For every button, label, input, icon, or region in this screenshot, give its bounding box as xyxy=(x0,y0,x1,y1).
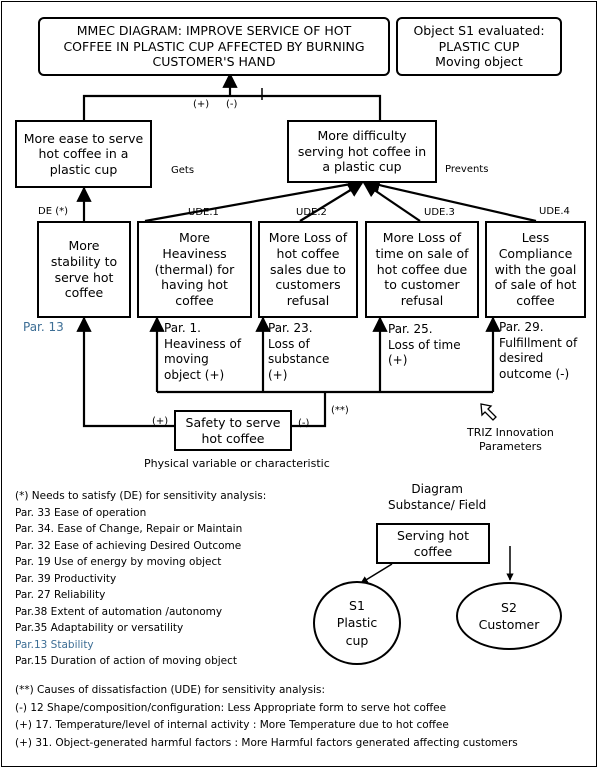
ude3-parameter: Par. 25. Loss of time (+) xyxy=(388,322,461,368)
safety-variable-box: Safety to serve hot coffee xyxy=(174,410,292,451)
list-item: Par.15 Duration of action of moving obje… xyxy=(15,655,237,667)
ude2-tag: UDE.2 xyxy=(296,207,327,218)
s2-customer-ellipse: S2 Customer xyxy=(456,582,562,650)
sensitivity-needs-list: (*) Needs to satisfy (DE) for sensitivit… xyxy=(15,488,266,670)
list-item: Par. 19 Use of energy by moving object xyxy=(15,556,222,568)
de-stability-box: More stability to serve hot coffee xyxy=(37,221,131,318)
ude2-loss-sales-box: More Loss of hot coffee sales due to cus… xyxy=(258,221,358,318)
dissatisfaction-heading: (**) Causes of dissatisfaction (UDE) for… xyxy=(15,684,326,696)
arrow-field-to-s1 xyxy=(360,563,393,584)
ude4-parameter: Par. 29. Fulfillment of desired outcome … xyxy=(499,320,578,381)
ude1-heaviness-box: More Heaviness (thermal) for having hot … xyxy=(137,221,252,318)
evaluated-object-box: Object S1 evaluated: PLASTIC CUP Moving … xyxy=(396,17,562,76)
ude3-tag: UDE.3 xyxy=(424,207,455,218)
ude4-tag: UDE.4 xyxy=(539,206,570,217)
arrow-ude1-to-prevents xyxy=(144,176,364,223)
field-serving-box: Serving hot coffee xyxy=(376,523,490,564)
de-parameter: Par. 13 xyxy=(23,320,64,334)
minus-sign-safety: (-) xyxy=(298,418,310,429)
feed-to-bus-line xyxy=(292,392,327,428)
gets-goal-box: More ease to serve hot coffee in a plast… xyxy=(15,120,152,188)
ude1-tag: UDE.1 xyxy=(188,207,219,218)
list-item: Par. 32 Ease of achieving Desired Outcom… xyxy=(15,539,242,552)
ude2-parameter: Par. 23. Loss of substance (+) xyxy=(268,321,330,382)
prevents-label: Prevents xyxy=(445,164,489,175)
list-item: Par.35 Adaptability or versatility xyxy=(15,622,184,634)
gets-label: Gets xyxy=(171,165,195,176)
list-item: Par.38 Extent of automation /autonomy xyxy=(15,605,223,618)
sensitivity-heading: (*) Needs to satisfy (DE) for sensitivit… xyxy=(15,490,267,502)
list-item: Par. 34. Ease of Change, Repair or Maint… xyxy=(15,523,243,535)
cursor-arrow-icon xyxy=(480,403,497,421)
list-item: Par. 27 Reliability xyxy=(15,589,106,601)
list-item: (-) 12 Shape/composition/configuration: … xyxy=(15,701,447,714)
ude4-compliance-box: Less Compliance with the goal of sale of… xyxy=(485,221,586,318)
ude3-loss-time-box: More Loss of time on sale of hot coffee … xyxy=(365,221,479,318)
diagram-title-box: MMEC DIAGRAM: IMPROVE SERVICE OF HOT COF… xyxy=(38,17,390,76)
plus-sign-safety: (+) xyxy=(152,416,169,427)
dissatisfaction-causes-list: (**) Causes of dissatisfaction (UDE) for… xyxy=(15,682,518,752)
list-item: (+) 31. Object-generated harmful factors… xyxy=(15,736,518,749)
substance-field-title: Diagram Substance/ Field xyxy=(388,482,487,512)
plus-sign-top: (+) xyxy=(193,99,210,110)
minus-sign-top: (-) xyxy=(226,99,238,110)
list-item: Par. 33 Ease of operation xyxy=(15,506,147,519)
ude1-parameter: Par. 1. Heaviness of moving object (+) xyxy=(164,321,242,382)
arrow-ude4-to-prevents xyxy=(364,177,537,223)
de-tag: DE (*) xyxy=(38,206,68,217)
triz-parameters-label: TRIZ Innovation Parameters xyxy=(467,426,554,454)
list-item: Par. 39 Productivity xyxy=(15,572,117,585)
goal-join-line xyxy=(82,94,382,120)
prevents-goal-box: More difficulty serving hot coffee in a … xyxy=(287,120,437,183)
arrow-safety-to-de xyxy=(76,316,175,428)
double-star-sign: (**) xyxy=(331,405,349,416)
list-item-highlighted: Par.13 Stability xyxy=(15,638,94,651)
variable-caption: Physical variable or characteristic xyxy=(144,457,330,470)
list-item: (+) 17. Temperature/level of internal ac… xyxy=(15,719,449,731)
arrow-ude2-to-prevents xyxy=(299,182,364,222)
s1-plastic-cup-ellipse: S1 Plastic cup xyxy=(313,581,401,665)
